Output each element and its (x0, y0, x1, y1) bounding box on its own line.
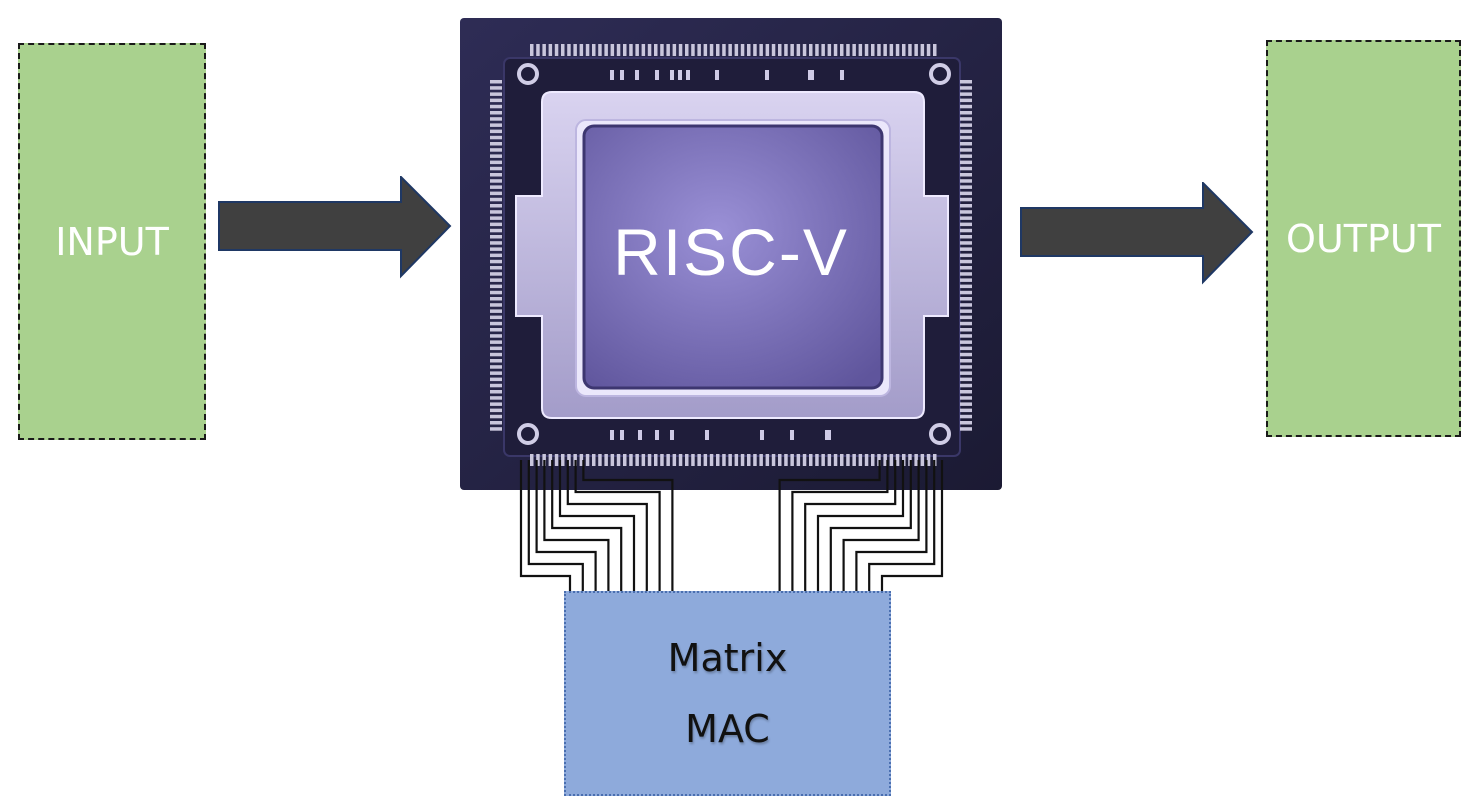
mac-label-line2: MAC (685, 706, 770, 751)
input-box: INPUT (18, 43, 206, 440)
output-box: OUTPUT (1266, 40, 1461, 437)
right-arrow-icon (218, 176, 452, 279)
output-label: OUTPUT (1286, 216, 1441, 261)
chip-label: RISC-V (613, 215, 849, 289)
right-arrow-icon (1020, 182, 1254, 285)
processor-chip-icon: RISC-V (460, 18, 1002, 490)
bus-wires (519, 460, 944, 596)
mac-label-line1: Matrix (667, 636, 788, 681)
matrix-mac-box: Matrix MAC (564, 591, 891, 796)
input-label: INPUT (55, 219, 169, 264)
